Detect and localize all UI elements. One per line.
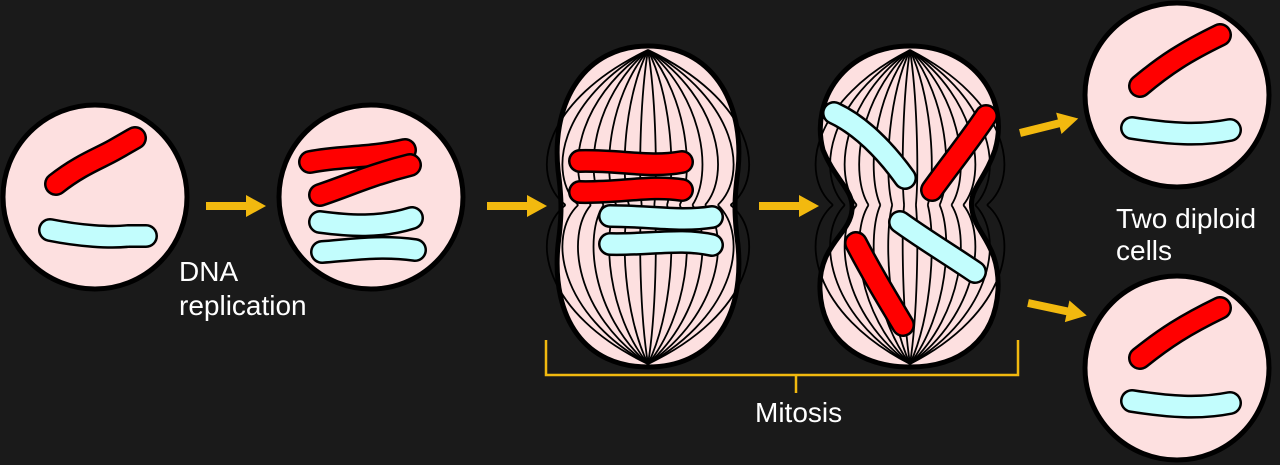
- two-diploid-cells-label: Two diploid: [1116, 203, 1256, 234]
- daughter-cell-top: [1082, 0, 1272, 190]
- spindle-fiber: [647, 204, 751, 365]
- spindle-fiber: [909, 49, 962, 206]
- spindle-fiber: [909, 204, 962, 365]
- spindle-fiber: [909, 204, 919, 365]
- two-diploid-cells-label-line2: cells: [1116, 235, 1172, 266]
- spindle-fiber: [647, 49, 719, 206]
- spindle-fiber: [829, 204, 911, 365]
- spindle-fiber: [814, 204, 911, 365]
- cyan-chromosome: [1120, 389, 1242, 419]
- spindle-fiber: [909, 49, 919, 206]
- mitosis-bracket: [544, 340, 1020, 393]
- spindle-fiber: [901, 49, 911, 206]
- daughter-cell-bottom: [1082, 273, 1272, 463]
- spindle-fiber: [577, 204, 649, 365]
- spindle-fiber: [829, 49, 911, 206]
- arrow-icon: [1017, 107, 1081, 144]
- cyan-chromosome: [888, 210, 987, 284]
- red-chromatid: [568, 148, 694, 177]
- spindle-fiber: [647, 49, 751, 206]
- arrow-icon: [206, 195, 266, 217]
- dna-replication-label: DNA: [179, 256, 238, 287]
- arrow-icon: [759, 195, 819, 217]
- cyan-chromatid: [598, 229, 724, 257]
- spindle-fiber: [814, 49, 911, 206]
- spindle-fiber: [592, 204, 649, 365]
- red-chromatid: [298, 138, 417, 174]
- red-chromosome: [920, 104, 998, 202]
- cyan-chromatid: [310, 235, 427, 264]
- mitosis-label: Mitosis: [755, 397, 842, 428]
- arrow-icon: [487, 195, 547, 217]
- red-chromatid: [308, 153, 422, 207]
- red-chromosome: [844, 231, 915, 337]
- cyan-chromatid: [598, 204, 724, 231]
- spindle-fiber: [909, 204, 1006, 365]
- cyan-chromosome: [822, 101, 917, 190]
- arrow-icon: [1025, 292, 1089, 327]
- spindle-fiber: [647, 204, 735, 365]
- red-chromosome: [1128, 23, 1232, 98]
- spindle-fiber: [545, 204, 649, 365]
- replicated-cell: [276, 102, 466, 292]
- cyan-chromosome: [38, 218, 158, 249]
- spindle-fiber: [887, 49, 911, 206]
- initial-cell: [0, 102, 190, 292]
- spindle-fiber: [843, 204, 911, 365]
- spindle-fiber: [909, 49, 1006, 206]
- red-chromosome: [44, 126, 147, 196]
- cyan-chromosome: [1120, 116, 1242, 146]
- spindle-fiber: [909, 204, 948, 365]
- red-chromosome: [1128, 296, 1232, 370]
- red-chromatid: [568, 176, 694, 205]
- spindle-fiber: [647, 49, 704, 206]
- spindle-fiber: [647, 49, 735, 206]
- spindle-fiber: [561, 204, 649, 365]
- spindle-fiber: [909, 204, 933, 365]
- spindle-fiber: [545, 49, 649, 206]
- dna-replication-label-line2: replication: [179, 290, 307, 321]
- cyan-chromatid: [308, 206, 424, 238]
